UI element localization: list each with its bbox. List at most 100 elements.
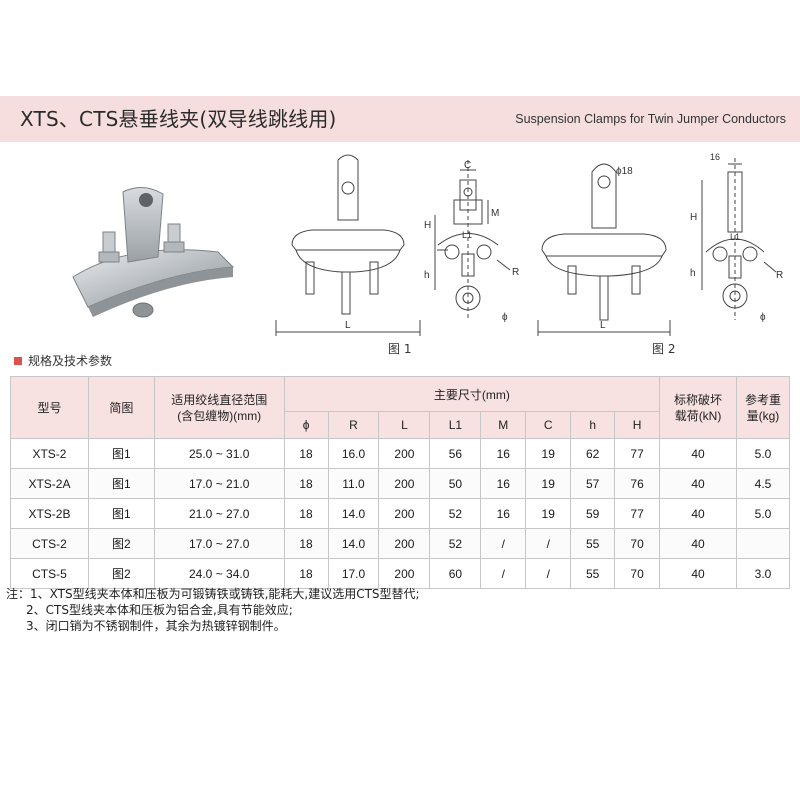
cell-phi: 18 — [283, 438, 329, 469]
cell-h: 59 — [570, 498, 616, 529]
dim-phi18-label: ϕ18 — [616, 166, 633, 177]
cell-L1: 52 — [429, 528, 482, 559]
header-dim-7: H — [614, 411, 661, 439]
cell-phi: 18 — [283, 558, 329, 589]
cell-load: 40 — [659, 438, 737, 469]
cell-fig: 图1 — [87, 468, 155, 499]
cell-range: 25.0 ~ 31.0 — [153, 438, 285, 469]
cell-R: 14.0 — [327, 528, 380, 559]
header-dim-1: R — [327, 411, 380, 439]
dim-h-upper-label-2: H — [690, 212, 697, 223]
cell-range: 24.0 ~ 34.0 — [153, 558, 285, 589]
cell-range: 17.0 ~ 27.0 — [153, 528, 285, 559]
figure-2-label: 图 2 — [652, 342, 676, 356]
header-dim-6: h — [570, 411, 616, 439]
cell-R: 17.0 — [327, 558, 380, 589]
dim-l1-label-2: L1 — [730, 232, 740, 242]
cell-M: 16 — [480, 498, 527, 529]
cell-h: 55 — [570, 528, 616, 559]
notes: 注：1、XTS型线夹本体和压板为可锻铸铁或铸铁,能耗大,建议选用CTS型替代; … — [6, 586, 420, 634]
product-photo — [72, 187, 235, 318]
dim-l-label-2: L — [600, 320, 606, 331]
cell-R: 16.0 — [327, 438, 380, 469]
cell-C: / — [525, 558, 572, 589]
cell-phi: 18 — [283, 498, 329, 529]
header-breaking-load: 标称破坏 载荷(kN) — [659, 376, 737, 439]
dim-h-upper-label: H — [424, 220, 431, 231]
cell-L1: 52 — [429, 498, 482, 529]
header-dim-5: C — [525, 411, 572, 439]
cell-C: / — [525, 528, 572, 559]
cell-M: 16 — [480, 438, 527, 469]
cell-load: 40 — [659, 498, 737, 529]
cell-L: 200 — [378, 558, 431, 589]
cell-M: / — [480, 528, 527, 559]
dim-m-label: M — [491, 208, 499, 219]
header-main-dimensions: 主要尺寸(mm) — [283, 376, 661, 412]
header-model: 型号 — [10, 376, 89, 439]
cell-weight: 5.0 — [735, 438, 791, 469]
cell-C: 19 — [525, 438, 572, 469]
section-title: 规格及技术参数 — [14, 352, 112, 369]
header-diameter-range: 适用绞线直径范围 (含包缠物)(mm) — [153, 376, 285, 439]
cell-M: / — [480, 558, 527, 589]
cell-model: XTS-2A — [10, 468, 89, 499]
cell-load: 40 — [659, 528, 737, 559]
cell-h: 57 — [570, 468, 616, 499]
dim-width16-label: 16 — [710, 152, 720, 162]
cell-R: 11.0 — [327, 468, 380, 499]
dim-r-label-2: R — [776, 270, 783, 281]
dim-phi-label-2: ϕ — [760, 312, 766, 323]
dim-h-lower-label-2: h — [690, 268, 696, 279]
dim-c-label: C — [464, 160, 471, 171]
cell-load: 40 — [659, 468, 737, 499]
cell-weight: 4.5 — [735, 468, 791, 499]
cell-model: CTS-2 — [10, 528, 89, 559]
cell-model: XTS-2 — [10, 438, 89, 469]
title-banner — [0, 96, 800, 142]
cell-weight: 3.0 — [735, 558, 791, 589]
header-figure: 简图 — [87, 376, 155, 439]
dim-r-label: R — [512, 267, 519, 278]
cell-model: CTS-5 — [10, 558, 89, 589]
cell-weight: 5.0 — [735, 498, 791, 529]
cell-H: 76 — [614, 468, 661, 499]
figure-1-label: 图 1 — [388, 342, 412, 356]
cell-range: 21.0 ~ 27.0 — [153, 498, 285, 529]
header-dim-4: M — [480, 411, 527, 439]
page-title: XTS、CTS悬垂线夹(双导线跳线用) — [20, 107, 337, 131]
cell-R: 14.0 — [327, 498, 380, 529]
cell-fig: 图2 — [87, 558, 155, 589]
cell-fig: 图1 — [87, 438, 155, 469]
cell-H: 77 — [614, 498, 661, 529]
note-1: 注：1、XTS型线夹本体和压板为可锻铸铁或铸铁,能耗大,建议选用CTS型替代; — [6, 587, 420, 601]
cell-weight — [735, 528, 791, 559]
figure-1-drawing: C M H h L1 R ϕ L — [275, 154, 519, 336]
cell-H: 77 — [614, 438, 661, 469]
cell-L: 200 — [378, 528, 431, 559]
dim-l1-label: L1 — [462, 230, 472, 240]
cell-fig: 图2 — [87, 528, 155, 559]
cell-L1: 56 — [429, 438, 482, 469]
cell-H: 70 — [614, 558, 661, 589]
cell-H: 70 — [614, 528, 661, 559]
cell-L: 200 — [378, 498, 431, 529]
cell-L: 200 — [378, 438, 431, 469]
cell-L1: 60 — [429, 558, 482, 589]
cell-phi: 18 — [283, 528, 329, 559]
dim-l-label: L — [345, 320, 351, 331]
cell-C: 19 — [525, 498, 572, 529]
section-bullet-icon — [14, 356, 22, 365]
cell-fig: 图1 — [87, 498, 155, 529]
page-subtitle-english: Suspension Clamps for Twin Jumper Conduc… — [515, 112, 786, 126]
header-weight: 参考重 量(kg) — [735, 376, 791, 439]
note-2: 2、CTS型线夹本体和压板为铝合金,具有节能效应; — [26, 603, 293, 617]
note-3: 3、闭口销为不锈钢制件，其余为热镀锌钢制件。 — [26, 619, 286, 633]
cell-C: 19 — [525, 468, 572, 499]
header-dim-0: ϕ — [283, 411, 329, 439]
